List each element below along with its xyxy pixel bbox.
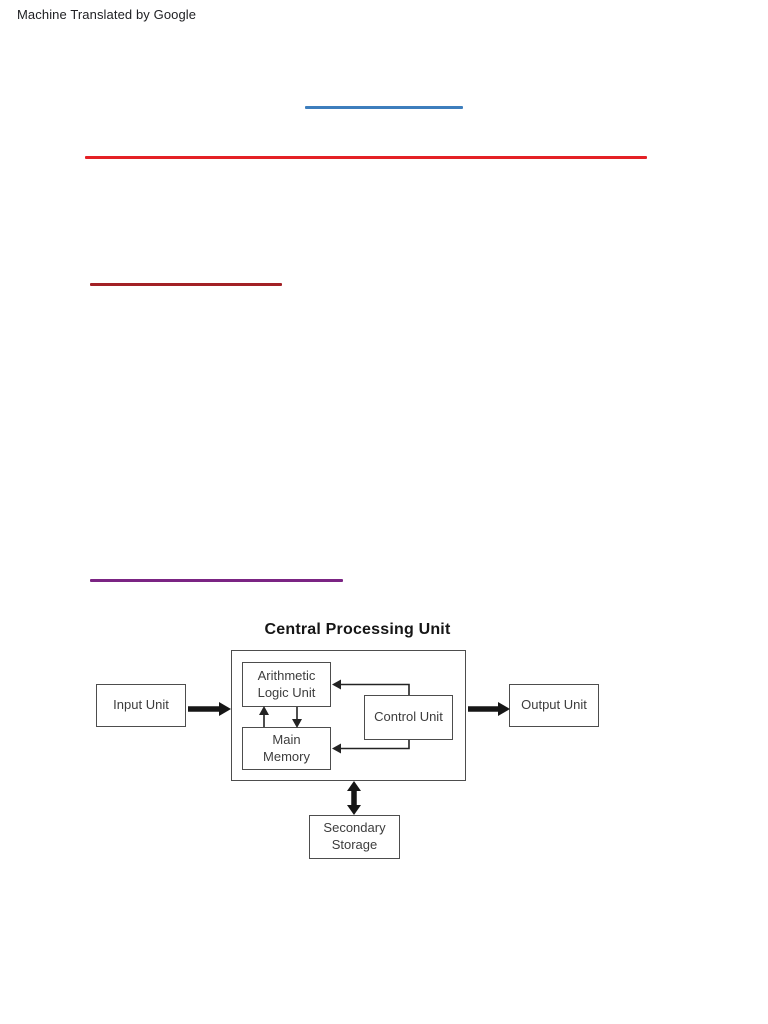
cpu-secondary-storage-double-arrow <box>347 781 361 815</box>
diagram-title: Central Processing Unit <box>264 621 451 638</box>
red-heading-rule <box>85 156 647 159</box>
purple-heading-rule <box>90 579 343 582</box>
input-unit-box: Input Unit <box>96 684 186 727</box>
input-unit-label: Input Unit <box>113 697 169 713</box>
main-memory-label: Main Memory <box>263 731 310 764</box>
main-memory-box: Main Memory <box>242 727 331 770</box>
blue-link-underline[interactable] <box>305 106 463 109</box>
output-unit-box: Output Unit <box>509 684 599 727</box>
dark-red-heading-rule <box>90 283 282 286</box>
control-unit-label: Control Unit <box>374 709 443 725</box>
output-unit-label: Output Unit <box>521 697 587 713</box>
secondary-storage-label: Secondary Storage <box>323 820 386 852</box>
arithmetic-logic-unit-box: Arithmetic Logic Unit <box>242 662 331 707</box>
cpu-to-output-arrow <box>468 702 510 716</box>
input-to-cpu-arrow <box>188 702 231 716</box>
control-unit-box: Control Unit <box>364 695 453 740</box>
secondary-storage-box: Secondary Storage <box>309 815 400 859</box>
machine-translated-banner: Machine Translated by Google <box>17 7 197 22</box>
arithmetic-logic-unit-label: Arithmetic Logic Unit <box>257 667 316 700</box>
